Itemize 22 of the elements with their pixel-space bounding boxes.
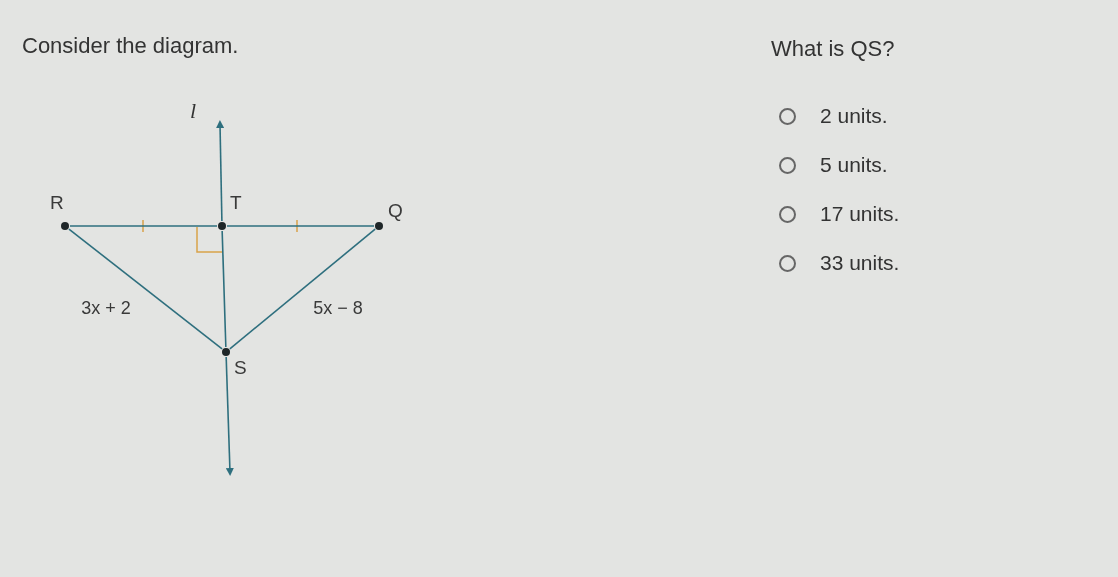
line-segment — [221, 230, 227, 348]
point-dot — [61, 222, 69, 230]
answer-option: 33 units. — [820, 251, 900, 275]
answer-option: 2 units. — [820, 104, 888, 128]
line-name: l — [190, 98, 197, 124]
point-label: T — [230, 192, 242, 214]
answer-option: 5 units. — [820, 153, 888, 177]
line-segment — [226, 225, 375, 227]
answer-option: 17 units. — [820, 202, 900, 226]
point-dot — [218, 222, 226, 230]
point-label: Q — [388, 200, 403, 222]
arrow — [216, 120, 225, 222]
point-dot — [375, 222, 383, 230]
question-text: What is QS? — [771, 36, 895, 62]
point-label: R — [50, 192, 64, 214]
line-segment — [69, 225, 218, 227]
line-segment — [229, 228, 376, 350]
point-label: S — [234, 357, 247, 379]
line-segment — [68, 228, 223, 350]
point-dot — [222, 348, 230, 356]
instruction-text: Consider the diagram. — [22, 33, 239, 59]
arrow — [225, 356, 234, 476]
